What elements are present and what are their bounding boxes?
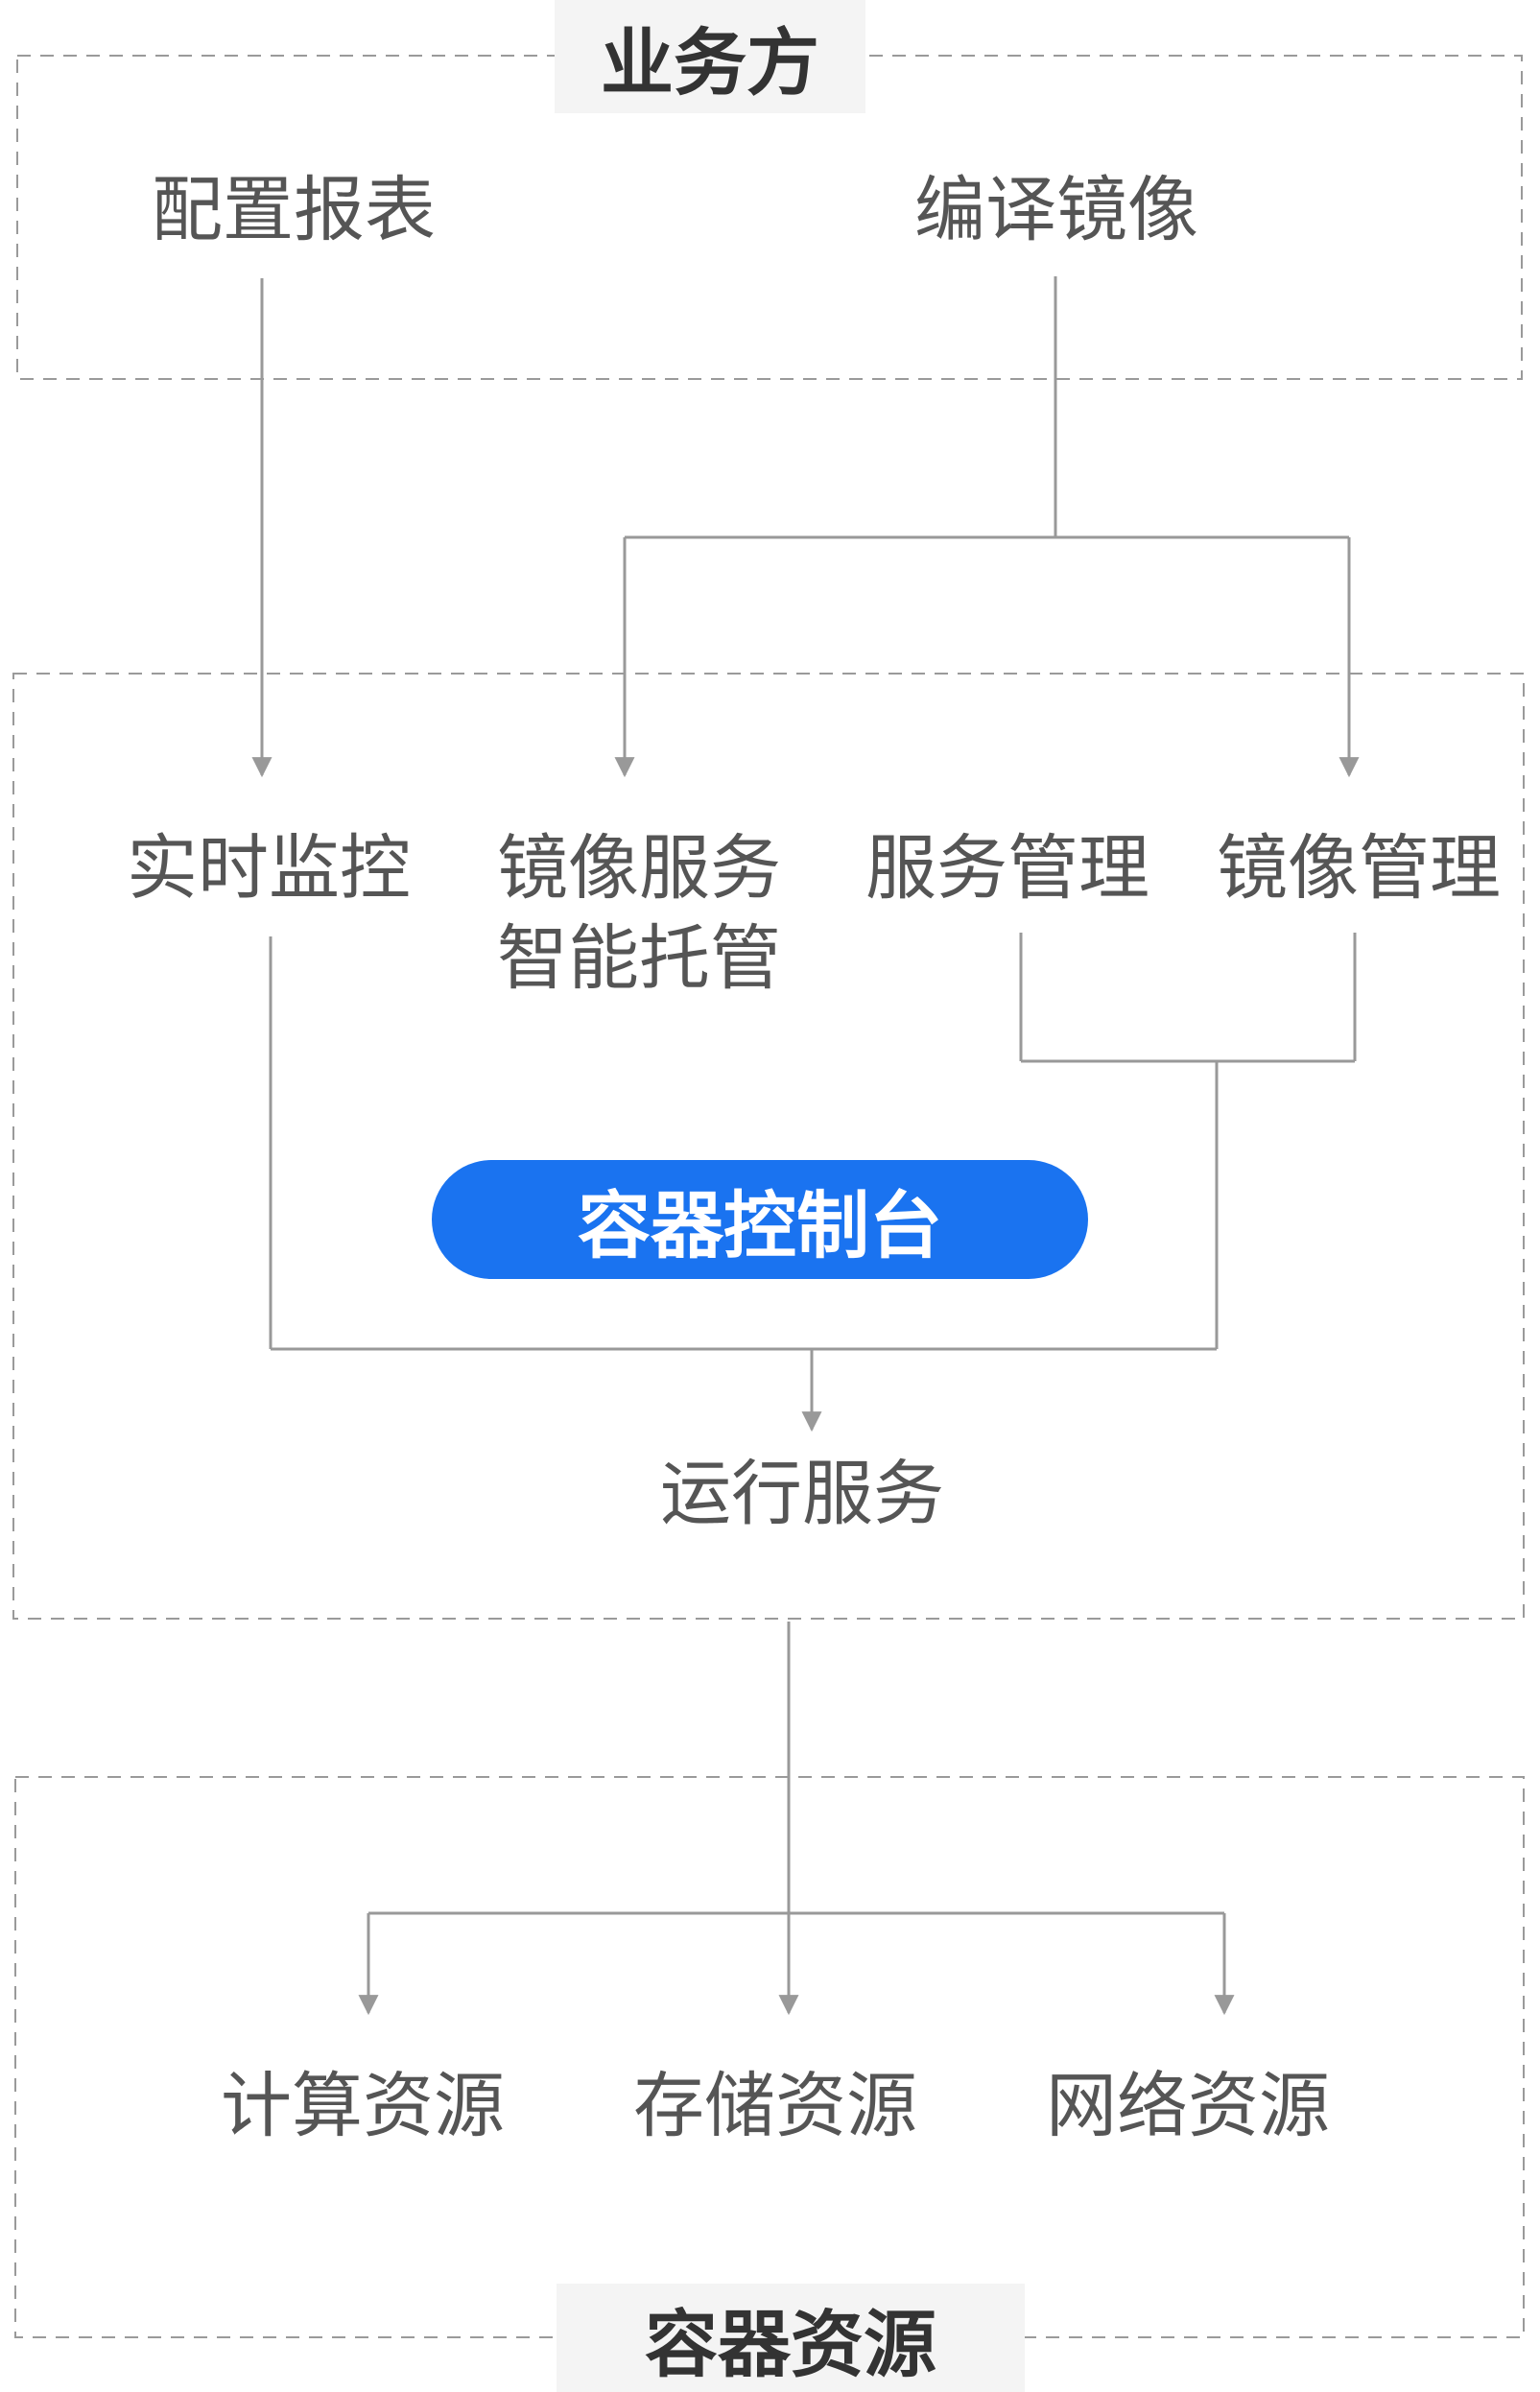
compute-resource-node: 计算资源 — [221, 2065, 505, 2147]
business-group-title: 业务方 — [555, 0, 865, 113]
image-hosting-node-line1: 镜像服务 — [497, 827, 781, 910]
image-mgmt-node: 镜像管理 — [1217, 827, 1501, 910]
service-mgmt-node: 服务管理 — [865, 827, 1149, 910]
business-group-frame — [16, 55, 1523, 380]
container-resources-group-title: 容器资源 — [557, 2284, 1025, 2392]
build-image-node: 编译镜像 — [914, 169, 1198, 251]
realtime-monitor-node: 实时监控 — [127, 827, 411, 910]
network-resource-node: 网络资源 — [1046, 2065, 1330, 2147]
image-hosting-node-line2: 智能托管 — [497, 917, 781, 1000]
storage-resource-node: 存储资源 — [633, 2065, 917, 2147]
container-console-node: 容器控制台 — [432, 1160, 1088, 1279]
config-report-node: 配置报表 — [152, 169, 436, 251]
run-service-node: 运行服务 — [660, 1453, 944, 1535]
resources-group-frame — [14, 1776, 1525, 2338]
console-group-frame — [12, 673, 1525, 1620]
